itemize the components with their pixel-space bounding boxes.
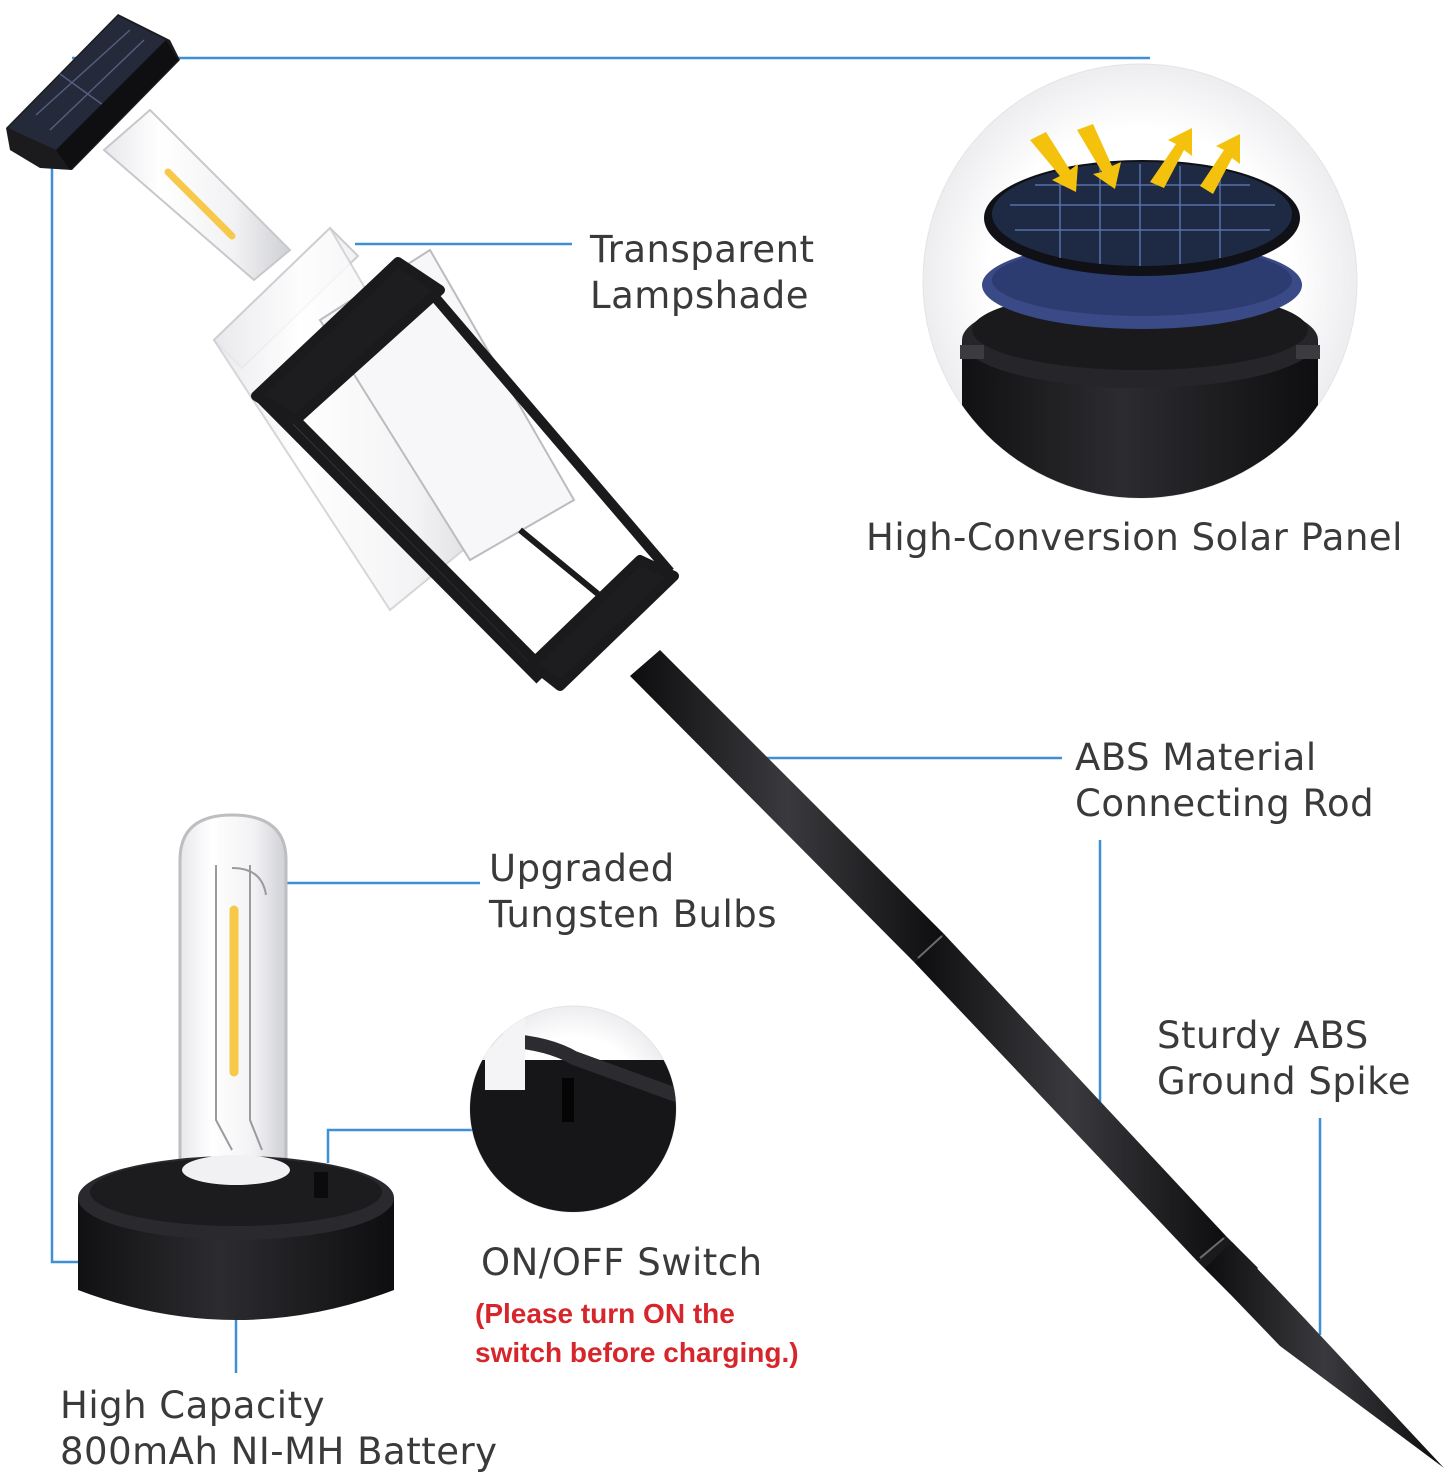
lampshade-label-line-1: Transparent bbox=[590, 228, 815, 271]
rod-label-line-1: ABS Material bbox=[1075, 736, 1317, 779]
switch-label-text: ON/OFF Switch bbox=[481, 1241, 763, 1284]
lampshade-label: Transparent Lampshade bbox=[590, 227, 815, 319]
solar-panel-detail bbox=[922, 63, 1358, 499]
battery-label-line-1: High Capacity bbox=[60, 1384, 325, 1427]
sunlight-arrows-icon bbox=[1030, 124, 1240, 194]
bulb-base-detail bbox=[78, 813, 394, 1320]
spike-label-line-1: Sturdy ABS bbox=[1157, 1014, 1369, 1057]
bulbs-label-line-1: Upgraded bbox=[489, 847, 675, 890]
tungsten-bulb bbox=[178, 813, 288, 1192]
rod-label: ABS Material Connecting Rod bbox=[1075, 735, 1374, 827]
switch-note-line-1: (Please turn ON the bbox=[475, 1298, 735, 1329]
battery-base bbox=[78, 1155, 394, 1320]
battery-leader-line bbox=[50, 162, 90, 1264]
spike-label-line-2: Ground Spike bbox=[1157, 1060, 1411, 1103]
solar-cap bbox=[6, 14, 180, 170]
switch-leader-line bbox=[326, 1128, 476, 1163]
rod-label-line-2: Connecting Rod bbox=[1075, 782, 1375, 825]
switch-detail bbox=[469, 1005, 677, 1213]
spike-label: Sturdy ABS Ground Spike bbox=[1157, 1013, 1411, 1105]
lamp-cage bbox=[251, 257, 679, 691]
exploded-lamp bbox=[6, 14, 1444, 1468]
switch-note-line-2: switch before charging.) bbox=[475, 1337, 799, 1368]
battery-label-line-2: 800mAh NI-MH Battery bbox=[60, 1430, 498, 1473]
bulbs-label: Upgraded Tungsten Bulbs bbox=[489, 846, 777, 938]
lampshade-label-line-2: Lampshade bbox=[590, 274, 809, 317]
switch-slot bbox=[314, 1172, 328, 1198]
switch-note: (Please turn ON the switch before chargi… bbox=[475, 1294, 799, 1372]
solar-panel-label-text: High-Conversion Solar Panel bbox=[866, 516, 1403, 559]
connecting-rod bbox=[630, 650, 1444, 1468]
solar-cells-grid bbox=[1010, 164, 1275, 266]
switch-label: ON/OFF Switch bbox=[481, 1240, 763, 1286]
bulbs-label-line-2: Tungsten Bulbs bbox=[489, 893, 778, 936]
solar-panel-label: High-Conversion Solar Panel bbox=[866, 515, 1403, 561]
battery-label: High Capacity 800mAh NI-MH Battery bbox=[60, 1383, 498, 1475]
bulb-exploded bbox=[102, 108, 292, 282]
